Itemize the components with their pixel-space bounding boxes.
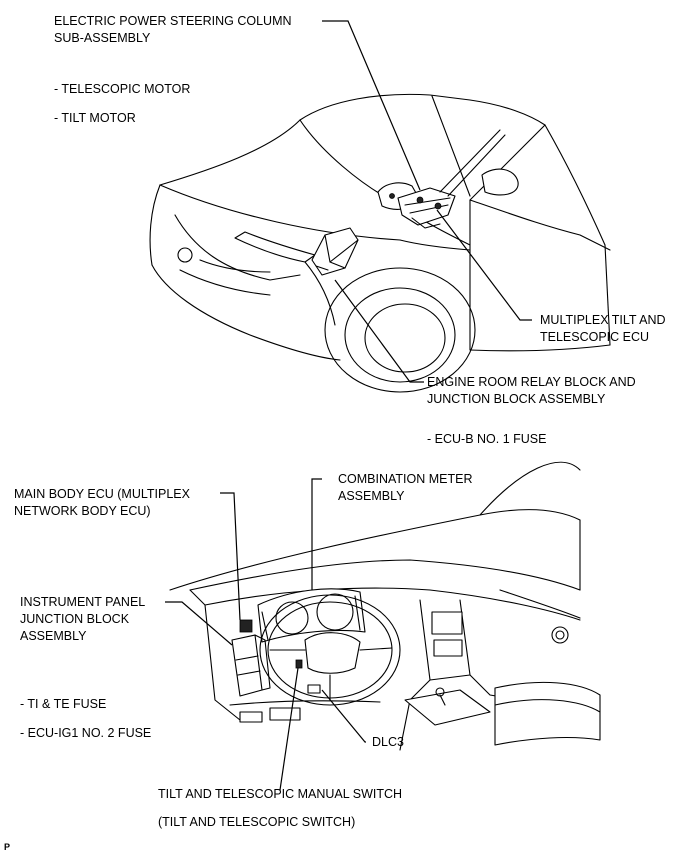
engine-relay-label-line2: JUNCTION BLOCK ASSEMBLY: [427, 392, 606, 406]
tilt-switch-label-line2: (TILT AND TELESCOPIC SWITCH): [158, 815, 355, 829]
ecu-b-fuse-label: - ECU-B NO. 1 FUSE: [427, 432, 546, 446]
eps-column-label-line2: SUB-ASSEMBLY: [54, 31, 151, 45]
main-body-ecu-label-line2: NETWORK BODY ECU): [14, 504, 151, 518]
instrument-panel-label-line2: JUNCTION BLOCK: [20, 612, 130, 626]
ecu-ig1-fuse-label: - ECU-IG1 NO. 2 FUSE: [20, 726, 151, 740]
steering-wheel: [259, 594, 401, 706]
instrument-panel-label-line3: ASSEMBLY: [20, 629, 87, 643]
telescopic-motor-label: - TELESCOPIC MOTOR: [54, 82, 190, 96]
instrument-panel-junction-block: [231, 619, 271, 697]
eps-column-label-line1: ELECTRIC POWER STEERING COLUMN: [54, 14, 292, 28]
dlc3-label: DLC3: [372, 735, 404, 749]
top-leader-lines: [322, 20, 532, 383]
multiplex-ecu-label-line1: MULTIPLEX TILT AND: [540, 313, 666, 327]
engine-room-relay-block: [311, 227, 359, 276]
ti-te-fuse-label: - TI & TE FUSE: [20, 697, 106, 711]
instrument-panel-label-line1: INSTRUMENT PANEL: [20, 595, 145, 609]
car-exterior-illustration: [149, 93, 611, 393]
combination-meter-label-line2: ASSEMBLY: [338, 489, 405, 503]
steering-column-assembly: [377, 129, 506, 229]
interior-illustration: [169, 461, 601, 751]
tilt-motor-label: - TILT MOTOR: [54, 111, 136, 125]
main-body-ecu-label-line1: MAIN BODY ECU (MULTIPLEX: [14, 487, 191, 501]
tilt-switch-label-line1: TILT AND TELESCOPIC MANUAL SWITCH: [158, 787, 402, 801]
bottom-leader-lines: [165, 478, 366, 791]
multiplex-ecu-label-line2: TELESCOPIC ECU: [540, 330, 649, 344]
figure-id: P: [4, 842, 10, 852]
engine-relay-label-line1: ENGINE ROOM RELAY BLOCK AND: [427, 375, 636, 389]
combination-meter-label-line1: COMBINATION METER: [338, 472, 473, 486]
